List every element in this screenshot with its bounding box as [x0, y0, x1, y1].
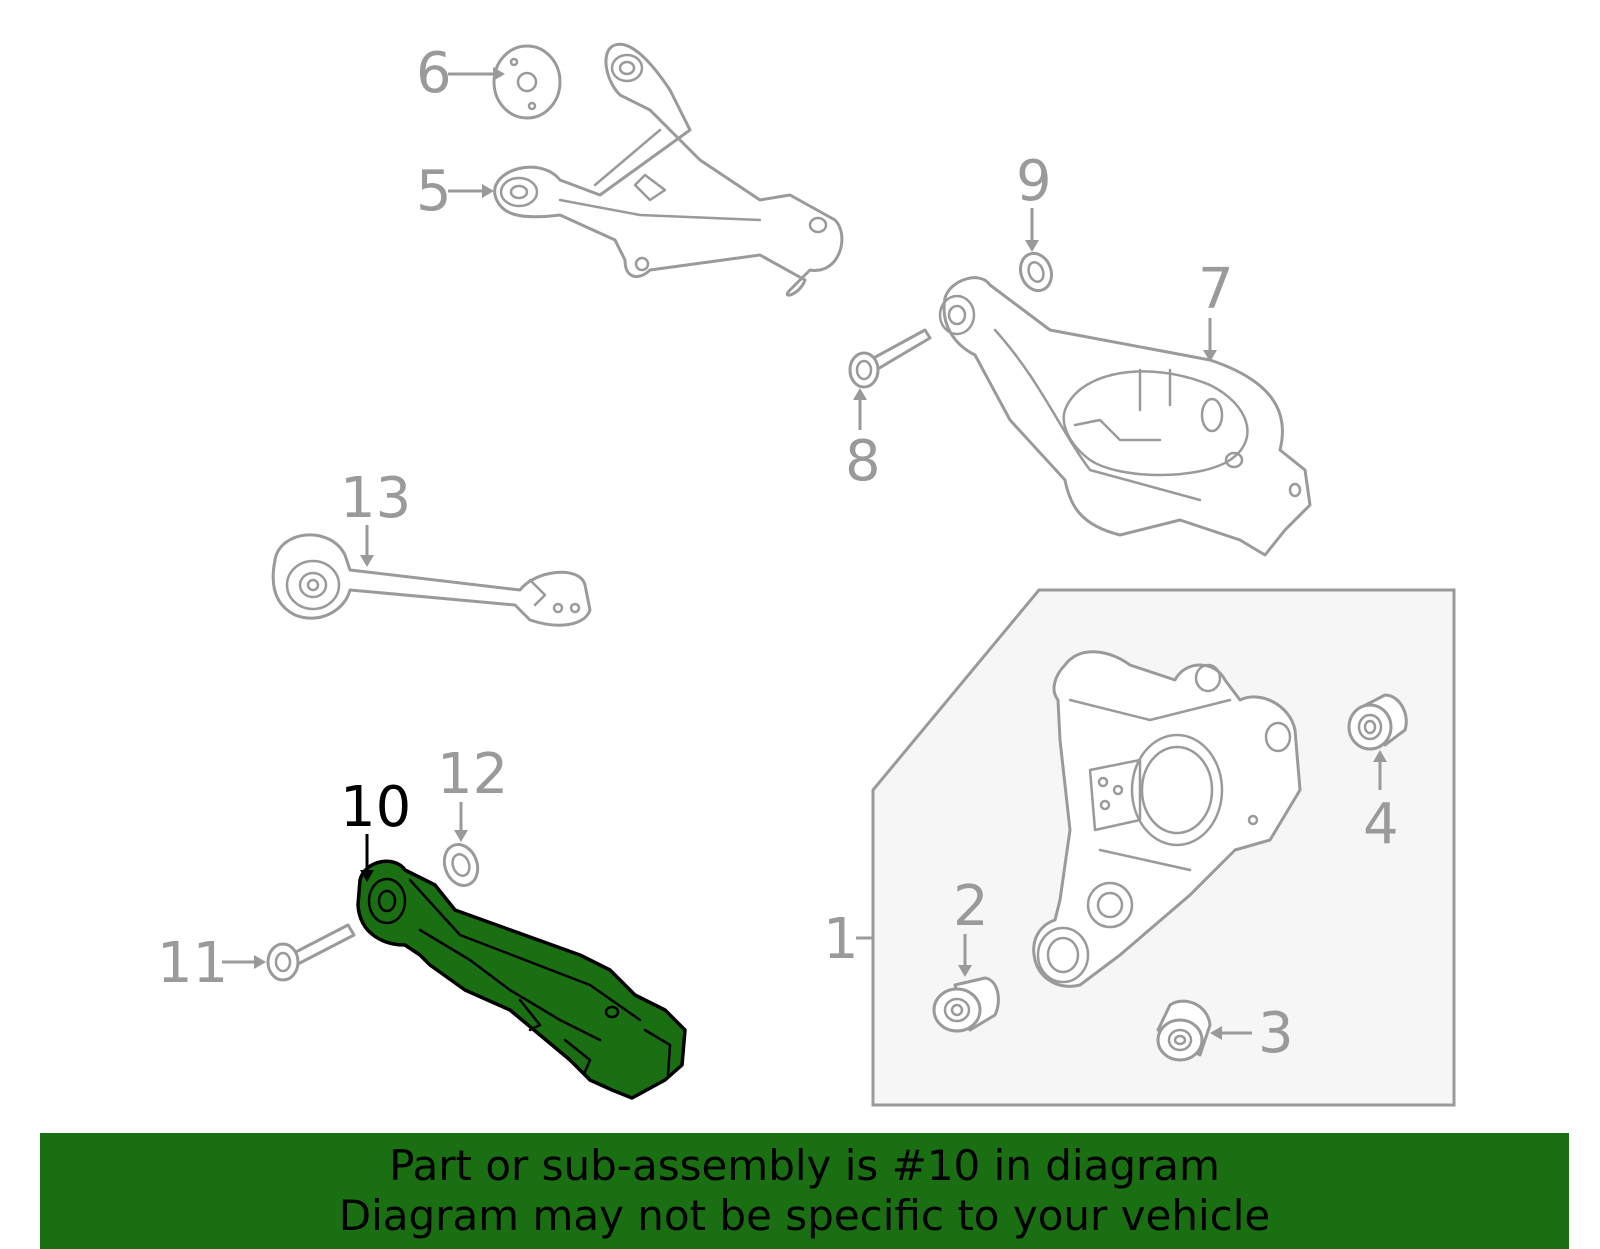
svg-text:1: 1 — [823, 907, 859, 972]
callout-1: 1 — [823, 907, 873, 972]
callout-12: 12 — [437, 742, 508, 842]
part-4-bushing[interactable] — [1347, 693, 1408, 751]
part-6-plate[interactable] — [492, 44, 562, 120]
svg-text:4: 4 — [1363, 792, 1399, 857]
callout-3: 3 — [1210, 1001, 1294, 1066]
part-7-lower-control-arm[interactable] — [938, 276, 1312, 557]
part-9-washer[interactable] — [1015, 249, 1056, 295]
callout-11: 11 — [157, 931, 266, 996]
part-10-lower-arm-highlighted[interactable] — [356, 859, 687, 1100]
callout-7: 7 — [1198, 257, 1234, 362]
part-1-knuckle[interactable] — [1032, 650, 1302, 988]
svg-text:12: 12 — [437, 742, 508, 807]
part-3-bushing[interactable] — [1156, 999, 1212, 1062]
banner-line-1: Part or sub-assembly is #10 in diagram — [389, 1141, 1220, 1190]
svg-text:13: 13 — [340, 466, 411, 531]
svg-text:3: 3 — [1258, 1001, 1294, 1066]
svg-text:11: 11 — [157, 931, 228, 996]
part-2-bushing[interactable] — [932, 976, 1000, 1033]
svg-text:9: 9 — [1016, 149, 1052, 214]
callout-6: 6 — [416, 41, 505, 106]
callout-4: 4 — [1363, 750, 1399, 857]
callout-2: 2 — [953, 874, 989, 977]
callout-9: 9 — [1016, 149, 1052, 252]
callout-5: 5 — [416, 159, 494, 224]
callout-13: 13 — [340, 466, 411, 567]
banner-line-2: Diagram may not be specific to your vehi… — [338, 1191, 1271, 1240]
part-11-bolt[interactable] — [266, 923, 356, 982]
svg-text:7: 7 — [1198, 257, 1234, 322]
callout-8: 8 — [845, 388, 881, 494]
svg-text:6: 6 — [416, 41, 452, 106]
svg-text:10: 10 — [340, 775, 411, 840]
part-5-upper-control-arm[interactable] — [493, 42, 844, 297]
svg-text:8: 8 — [845, 429, 881, 494]
info-banner: Part or sub-assembly is #10 in diagram D… — [40, 1133, 1569, 1249]
callout-10: 10 — [340, 775, 411, 882]
part-13-toe-link[interactable] — [271, 533, 592, 627]
part-12-washer[interactable] — [439, 840, 483, 890]
svg-text:2: 2 — [953, 874, 989, 939]
part-8-bolt[interactable] — [848, 328, 932, 389]
svg-text:5: 5 — [416, 159, 452, 224]
